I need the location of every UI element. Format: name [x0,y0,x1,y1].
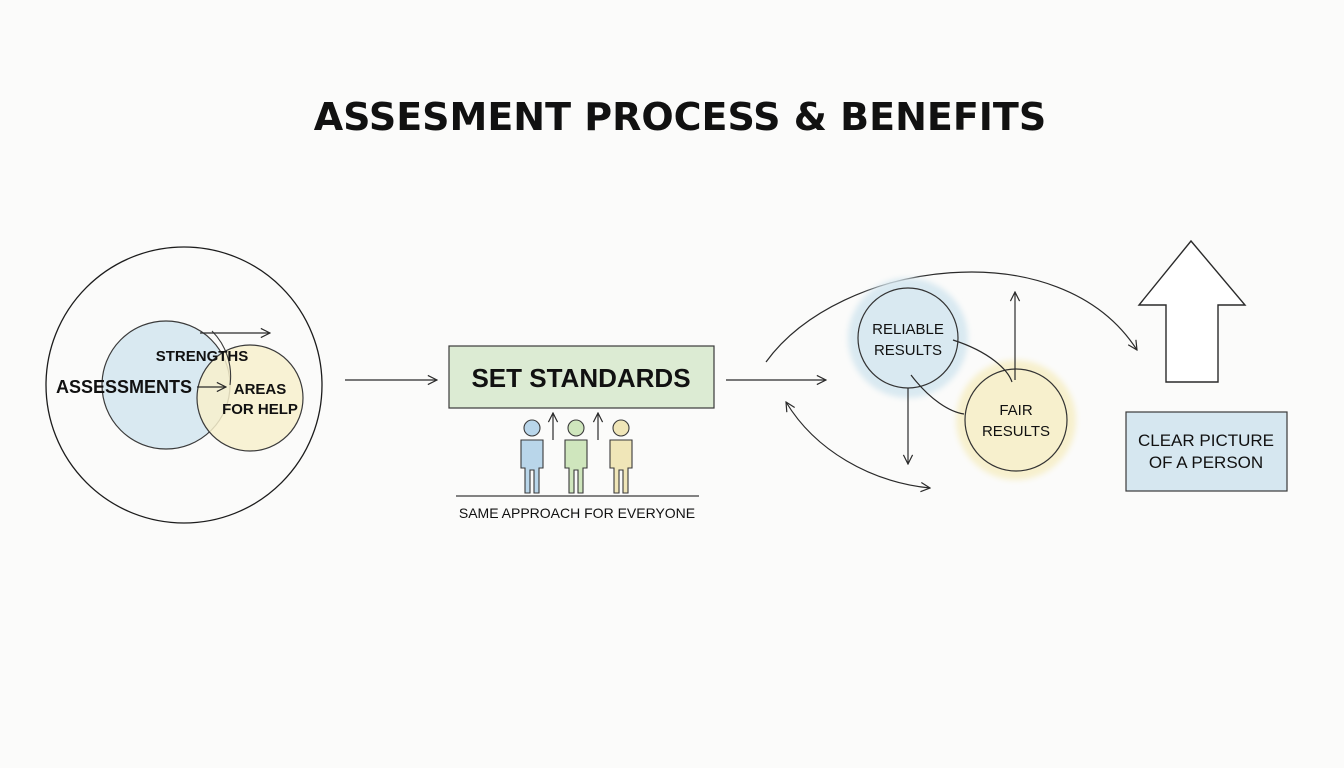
strengths-arc-overlay [211,330,232,386]
areas-for-help-circle [196,344,304,452]
reliable-label: RELIABLE [872,321,944,338]
reliable-to-fair-curve [952,339,1013,383]
person-icon [520,419,544,494]
reliable-results-circle [857,287,959,389]
clear-picture-label: CLEAR PICTURE [1138,431,1274,450]
same-approach-caption: SAME APPROACH FOR EVERYONE [459,505,695,521]
fair-results-label: RESULTS [982,423,1050,440]
fair-label: FAIR [999,402,1033,419]
assessment-group: STRENGTHS ASSESSMENTS AREAS FOR HELP [45,246,323,524]
set-standards-box [448,345,715,409]
for-help-label: FOR HELP [222,401,298,418]
page-title: ASSESMENT PROCESS & BENEFITS [314,95,1046,139]
bottom-arc-arrow [786,402,930,488]
of-a-person-label: OF A PERSON [1149,453,1263,472]
standards-group: SET STANDARDS SAME APPROACH FOR EVERYONE [448,345,715,521]
fair-results-circle [964,368,1068,472]
reliable-results-label: RESULTS [874,342,942,359]
clear-picture-box [1125,411,1288,492]
results-group: RELIABLE RESULTS FAIR RESULTS [765,271,1137,488]
outcome-group: CLEAR PICTURE OF A PERSON [1125,239,1288,492]
assessment-outer-circle [45,246,323,524]
set-standards-label: SET STANDARDS [471,363,690,393]
strengths-label: STRENGTHS [156,348,249,365]
up-arrow-icon [1137,239,1247,383]
person-icon [609,419,633,494]
assessments-label: ASSESSMENTS [56,377,192,397]
top-arc-arrow [765,271,1137,363]
areas-label: AREAS [234,381,287,398]
reliable-to-fair-lower-curve [910,374,965,415]
person-icon [564,419,588,494]
